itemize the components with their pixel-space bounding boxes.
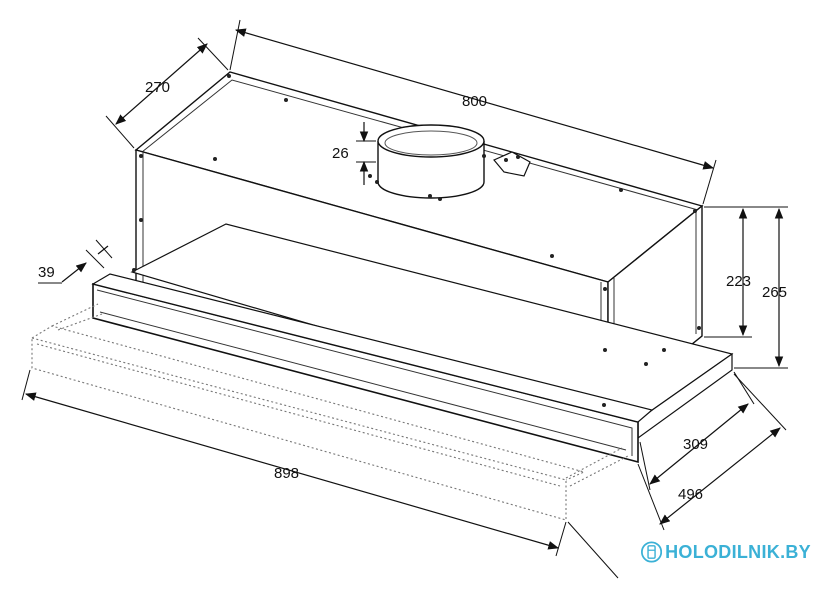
- dim-39: [38, 239, 113, 284]
- brand-text: HOLODILNIK.BY: [665, 541, 811, 562]
- duct-collar: [377, 124, 485, 199]
- label-800: 800: [462, 93, 487, 110]
- label-223: 223: [726, 273, 751, 290]
- label-496: 496: [678, 486, 703, 503]
- dim-265: [734, 206, 788, 369]
- label-270: 270: [145, 79, 170, 96]
- label-309: 309: [683, 436, 708, 453]
- dim-898: [21, 369, 567, 557]
- hood-body: [91, 71, 734, 464]
- dim-26: [356, 122, 376, 185]
- brand-watermark: HOLODILNIK.BY: [641, 536, 811, 568]
- label-265: 265: [762, 284, 787, 301]
- dim-270: [105, 37, 229, 149]
- label-898: 898: [274, 465, 299, 482]
- dim-496: [567, 373, 787, 579]
- fridge-icon: [641, 541, 663, 563]
- dim-800: [229, 19, 717, 205]
- dim-223: [704, 206, 752, 338]
- visor-inner: [96, 289, 633, 456]
- label-26: 26: [332, 145, 349, 162]
- label-39: 39: [38, 264, 55, 281]
